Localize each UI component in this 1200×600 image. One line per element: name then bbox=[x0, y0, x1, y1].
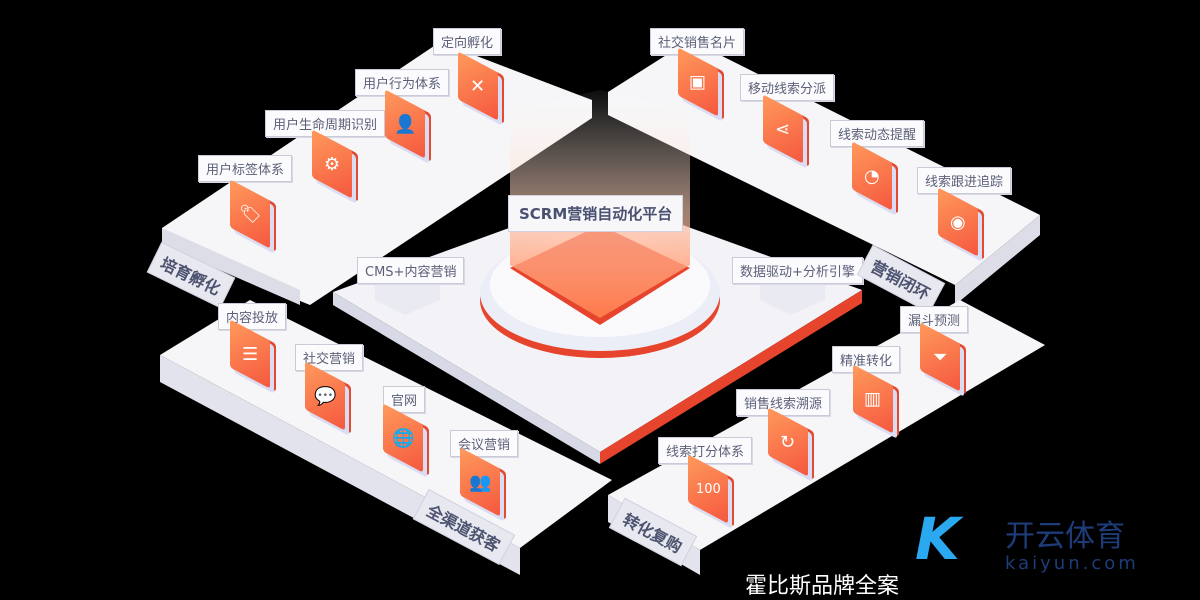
label: 线索跟进追踪 bbox=[917, 167, 1012, 194]
module-cms: CMS+内容营销 bbox=[357, 257, 465, 284]
label: 线索动态提醒 bbox=[830, 120, 925, 147]
label: 线索打分体系 bbox=[658, 437, 753, 464]
platform-title: SCRM营销自动化平台 bbox=[508, 195, 684, 232]
label: 社交销售名片 bbox=[650, 28, 745, 55]
label: 销售线索溯源 bbox=[736, 389, 831, 416]
logo-url: kaiyun.com bbox=[1005, 553, 1139, 574]
label: 精准转化 bbox=[832, 346, 901, 373]
logo-brand: 开云体育 bbox=[1005, 519, 1125, 554]
label: 漏斗预测 bbox=[900, 306, 969, 333]
label: 定向孵化 bbox=[433, 28, 502, 55]
watermark-overlay: 霍比斯品牌全案 bbox=[745, 574, 900, 599]
label: 移动线索分派 bbox=[740, 74, 835, 101]
logo-k: K bbox=[915, 505, 960, 573]
label: 内容投放 bbox=[218, 303, 287, 330]
module-analytics: 数据驱动+分析引擎 bbox=[732, 257, 863, 284]
label: 用户生命周期识别 bbox=[265, 110, 386, 137]
label: 用户行为体系 bbox=[355, 69, 450, 96]
label: 用户标签体系 bbox=[198, 155, 293, 182]
